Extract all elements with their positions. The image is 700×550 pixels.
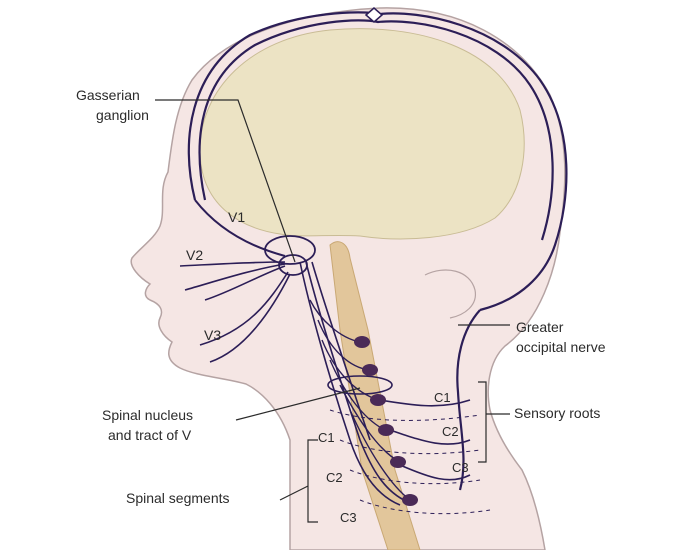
label-spinal-nucleus-line2: and tract of V — [108, 427, 192, 443]
label-greater-occipital-line1: Greater — [516, 319, 564, 335]
segment-label-c1: C1 — [318, 430, 335, 445]
root-label-c3: C3 — [452, 460, 469, 475]
nucleus-dot — [370, 394, 386, 406]
label-v2: V2 — [186, 247, 203, 263]
root-label-c2: C2 — [442, 424, 459, 439]
nucleus-dot — [390, 456, 406, 468]
label-spinal-segments: Spinal segments — [126, 490, 230, 506]
label-spinal-nucleus-line1: Spinal nucleus — [102, 407, 193, 423]
label-greater-occipital-line2: occipital nerve — [516, 339, 606, 355]
label-v1: V1 — [228, 209, 245, 225]
label-v3: V3 — [204, 327, 221, 343]
brain — [200, 29, 524, 239]
segment-label-c3: C3 — [340, 510, 357, 525]
label-sensory-roots: Sensory roots — [514, 405, 600, 421]
label-gasserian-line2: ganglion — [96, 107, 149, 123]
nucleus-dot — [402, 494, 418, 506]
nucleus-dot — [362, 364, 378, 376]
segment-label-c2: C2 — [326, 470, 343, 485]
nucleus-dot — [354, 336, 370, 348]
label-gasserian-line1: Gasserian — [76, 87, 140, 103]
root-label-c1: C1 — [434, 390, 451, 405]
nucleus-dot — [378, 424, 394, 436]
